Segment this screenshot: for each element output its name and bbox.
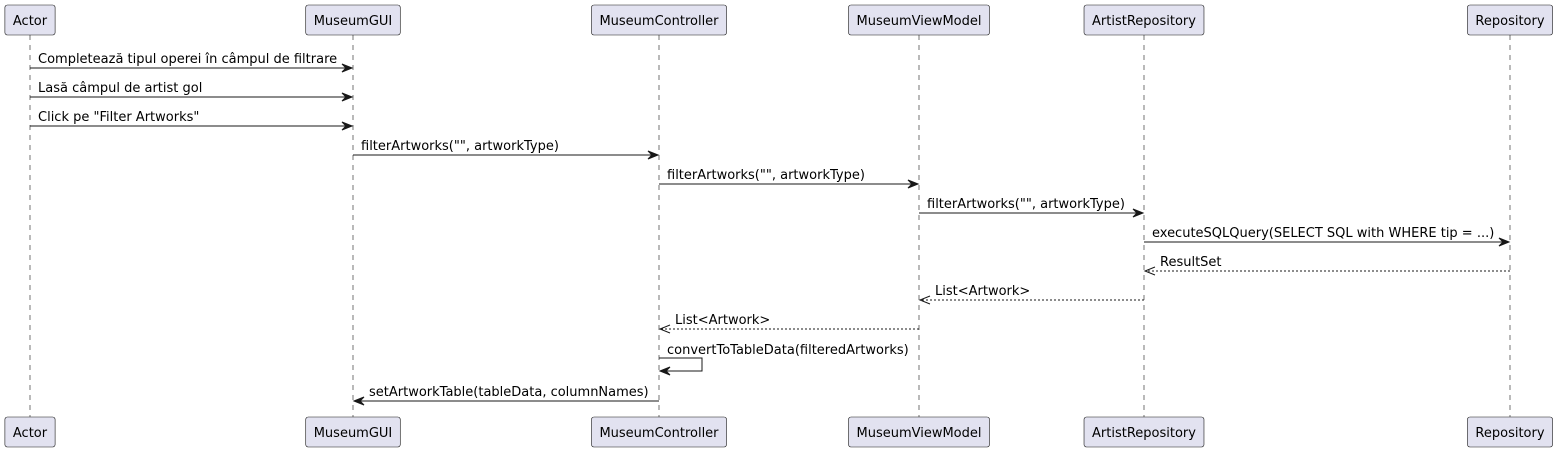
participant-box (305, 4, 401, 36)
participant-box (1083, 4, 1205, 36)
participant-label: MuseumController (599, 426, 719, 441)
participant-bottom-actor: Actor (4, 416, 56, 448)
message-label: Completează tipul operei în câmpul de fi… (38, 52, 337, 67)
participant-box (4, 4, 56, 36)
participant-box (848, 416, 990, 448)
participant-box (305, 416, 401, 448)
participant-bottom-viewmodel: MuseumViewModel (848, 416, 990, 448)
message-11: convertToTableData(filteredArtworks) (658, 343, 909, 376)
arrow-head (918, 295, 931, 305)
participant-box (4, 416, 56, 448)
message-3: Click pe "Filter Artworks" (30, 110, 354, 131)
participant-top-viewmodel: MuseumViewModel (848, 4, 990, 36)
message-label: Click pe "Filter Artworks" (38, 110, 199, 125)
participant-label: MuseumGUI (314, 14, 393, 29)
message-label: executeSQLQuery(SELECT SQL with WHERE ti… (1152, 226, 1494, 241)
message-8: ResultSet (1143, 255, 1510, 276)
arrow-head (658, 324, 671, 334)
message-label: filterArtworks("", artworkType) (361, 139, 559, 154)
participant-box (591, 4, 727, 36)
message-2: Lasă câmpul de artist gol (30, 81, 354, 102)
message-label: filterArtworks("", artworkType) (927, 197, 1125, 212)
participant-label: Repository (1475, 14, 1544, 29)
arrow-head (1132, 208, 1145, 218)
message-label: filterArtworks("", artworkType) (667, 168, 865, 183)
participant-bottom-controller: MuseumController (591, 416, 727, 448)
arrow-head (341, 63, 354, 73)
arrow-head (1143, 266, 1156, 276)
arrow-head (352, 396, 365, 406)
participant-label: MuseumController (599, 14, 719, 29)
participant-box (848, 4, 990, 36)
participant-bottom-gui: MuseumGUI (305, 416, 401, 448)
message-1: Completează tipul operei în câmpul de fi… (30, 52, 354, 73)
message-6: filterArtworks("", artworkType) (919, 197, 1145, 218)
participant-label: Repository (1475, 426, 1544, 441)
arrow-head (907, 179, 920, 189)
participant-box (1467, 416, 1553, 448)
participant-box (1467, 4, 1553, 36)
participant-top-artistrepo: ArtistRepository (1083, 4, 1205, 36)
message-12: setArtworkTable(tableData, columnNames) (352, 385, 659, 406)
participant-box (591, 416, 727, 448)
arrow-head (1498, 237, 1511, 247)
participant-label: MuseumViewModel (856, 14, 981, 29)
message-9: List<Artwork> (918, 284, 1144, 305)
participant-label: ArtistRepository (1092, 14, 1196, 29)
participant-box (1083, 416, 1205, 448)
participant-label: ArtistRepository (1092, 426, 1196, 441)
participant-top-controller: MuseumController (591, 4, 727, 36)
arrow-head (341, 121, 354, 131)
message-label: convertToTableData(filteredArtworks) (667, 343, 909, 358)
message-label: List<Artwork> (935, 284, 1030, 299)
arrow-head (341, 92, 354, 102)
message-10: List<Artwork> (658, 313, 919, 334)
participant-label: Actor (13, 426, 48, 441)
participant-label: MuseumGUI (314, 426, 393, 441)
participant-bottom-repo: Repository (1467, 416, 1553, 448)
message-label: List<Artwork> (675, 313, 770, 328)
participant-label: Actor (13, 14, 48, 29)
message-label: Lasă câmpul de artist gol (38, 81, 202, 96)
arrow-head (658, 366, 671, 376)
participant-bottom-artistrepo: ArtistRepository (1083, 416, 1205, 448)
message-5: filterArtworks("", artworkType) (659, 168, 920, 189)
participant-top-repo: Repository (1467, 4, 1553, 36)
participant-top-actor: Actor (4, 4, 56, 36)
arrow-head (647, 150, 660, 160)
participant-label: MuseumViewModel (856, 426, 981, 441)
participant-top-gui: MuseumGUI (305, 4, 401, 36)
message-label: ResultSet (1160, 255, 1222, 270)
message-4: filterArtworks("", artworkType) (353, 139, 660, 160)
message-7: executeSQLQuery(SELECT SQL with WHERE ti… (1144, 226, 1511, 247)
message-line (659, 357, 703, 372)
message-label: setArtworkTable(tableData, columnNames) (369, 385, 649, 400)
